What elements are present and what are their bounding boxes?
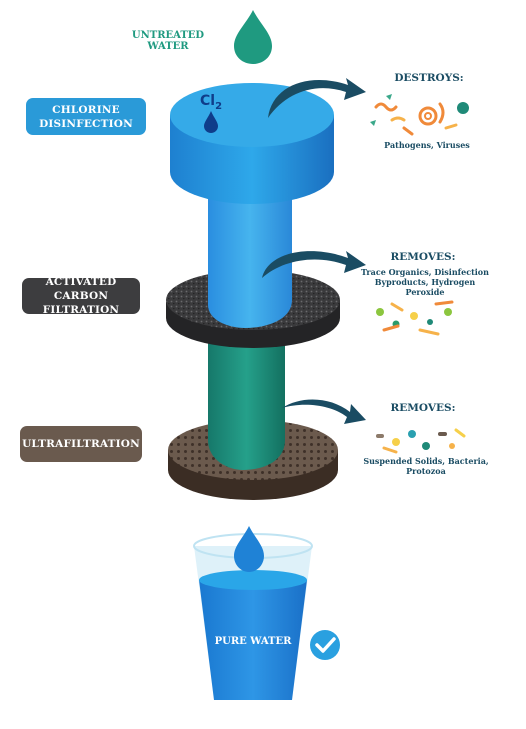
- pure-water-label: PURE WATER: [214, 636, 292, 647]
- blue-column: [208, 190, 292, 328]
- stage-label-carbon: ACTIVATED CARBON FILTRATION: [22, 276, 140, 316]
- trace-organics-icon: [376, 300, 454, 336]
- untreated-water-title: UNTREATED WATER: [131, 30, 205, 52]
- arrow-icon: [282, 399, 366, 424]
- water-drop-icon: [234, 10, 272, 64]
- chlorine-cylinder: [170, 83, 334, 204]
- stage-targets-chlorine: Pathogens, Viruses: [384, 140, 470, 150]
- chlorine-drop-icon: [204, 111, 218, 133]
- stage-label-ultra: ULTRAFILTRATION: [20, 426, 142, 462]
- chlorine-symbol: Cl2: [200, 93, 223, 112]
- suspended-solids-icon: [376, 428, 466, 454]
- arrow-icon: [268, 78, 366, 118]
- glass-icon: [193, 533, 313, 700]
- arrow-icon: [262, 251, 366, 278]
- stage-label-chlorine: CHLORINE DISINFECTION: [26, 98, 146, 135]
- teal-column: [208, 330, 285, 470]
- pathogen-icon: [370, 94, 469, 136]
- stage-targets-ultra: Suspended Solids, Bacteria, Protozoa: [363, 456, 489, 476]
- water-drop-icon: [234, 526, 264, 572]
- stage-action-carbon: REMOVES:: [390, 251, 456, 263]
- stage-targets-carbon: Trace Organics, Disinfection Byproducts,…: [361, 267, 489, 297]
- check-icon: [310, 630, 340, 660]
- stage-action-chlorine: DESTROYS:: [394, 72, 464, 84]
- stage-action-ultra: REMOVES:: [390, 402, 456, 414]
